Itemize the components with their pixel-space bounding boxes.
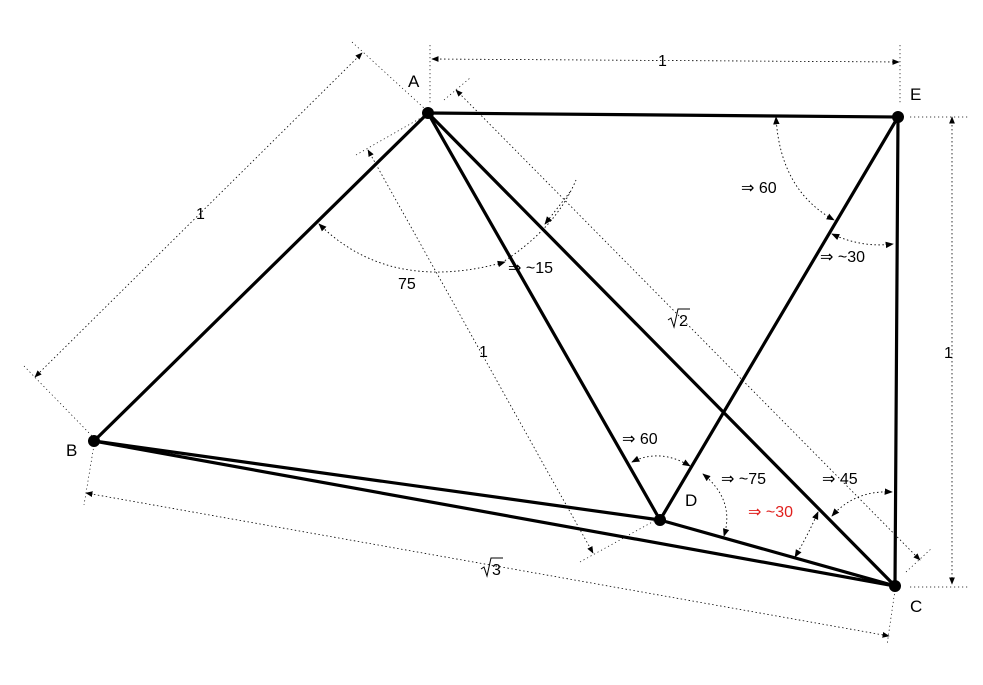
length-label-bc-radicand: 3 bbox=[492, 562, 501, 579]
vertex-a bbox=[422, 107, 434, 119]
vertices bbox=[88, 107, 904, 592]
edge-bc bbox=[92, 439, 897, 588]
label-point-d: D bbox=[685, 491, 697, 510]
ext-line-ab-top bbox=[351, 41, 425, 109]
angle-arcs bbox=[318, 116, 894, 558]
edge-ed bbox=[658, 115, 900, 522]
length-label-ac-radicand: 2 bbox=[679, 313, 688, 330]
edge-ab bbox=[92, 111, 430, 443]
label-point-a: A bbox=[408, 72, 420, 91]
length-label-ab: 1 bbox=[196, 206, 205, 223]
dimension-lines bbox=[23, 41, 970, 646]
arc-angle-bad bbox=[318, 223, 506, 273]
vertex-b bbox=[88, 435, 100, 447]
length-labels: 1 1 1 1 2 3 bbox=[196, 53, 953, 579]
ext-line-ac-top bbox=[443, 77, 471, 101]
angle-label-eca: ⇒ 45 bbox=[822, 471, 858, 488]
ext-line-ad-top bbox=[355, 114, 427, 156]
vertex-e bbox=[892, 111, 904, 123]
length-label-ac: 2 bbox=[667, 308, 690, 330]
angle-label-dac: ⇒ ~15 bbox=[508, 260, 553, 277]
angle-label-ade: ⇒ 60 bbox=[622, 431, 658, 448]
sqrt-sign-bc bbox=[480, 557, 503, 578]
label-point-b: B bbox=[66, 441, 77, 460]
angle-label-dcb: ⇒ ~30 bbox=[748, 504, 793, 521]
dim-line-ae bbox=[431, 56, 900, 65]
ext-line-ab-bottom bbox=[23, 365, 93, 437]
vertex-d bbox=[654, 514, 666, 526]
dim-line-ac bbox=[455, 89, 921, 561]
label-point-c: C bbox=[910, 597, 922, 616]
length-label-ec: 1 bbox=[944, 345, 953, 362]
ext-line-ac-bottom bbox=[905, 547, 933, 573]
vertex-c bbox=[889, 580, 901, 592]
angle-label-edc: ⇒ ~75 bbox=[721, 471, 766, 488]
edge-ad bbox=[426, 111, 662, 522]
length-label-ae: 1 bbox=[658, 53, 667, 70]
edge-dc bbox=[658, 518, 897, 588]
edge-bd bbox=[92, 439, 662, 522]
ext-line-bc-left bbox=[83, 444, 95, 506]
point-labels: A B C D E bbox=[66, 72, 922, 616]
angle-labels: 75 ⇒ ~15 ⇒ 60 ⇒ ~30 ⇒ 60 ⇒ ~75 ⇒ 45 ⇒ ~3… bbox=[398, 180, 865, 521]
edge-ec bbox=[893, 115, 900, 588]
ext-line-bc-right bbox=[886, 589, 896, 646]
arc-angle-aed bbox=[773, 116, 835, 221]
length-label-bc: 3 bbox=[480, 557, 503, 579]
edges bbox=[92, 111, 900, 588]
arc-angle-eca bbox=[831, 488, 893, 517]
angle-label-dec: ⇒ ~30 bbox=[820, 249, 865, 266]
label-point-e: E bbox=[910, 85, 921, 104]
arc-angle-dec bbox=[831, 233, 894, 249]
dim-line-ab bbox=[34, 52, 363, 378]
edge-ac bbox=[426, 111, 897, 588]
angle-label-bad: 75 bbox=[398, 276, 416, 293]
arc-angle-dcb bbox=[794, 511, 819, 558]
length-label-ad: 1 bbox=[479, 344, 488, 361]
edge-ae bbox=[426, 111, 900, 119]
arc-angle-dac-tick bbox=[544, 191, 571, 225]
arc-angle-ade bbox=[631, 455, 691, 467]
angle-label-aed: ⇒ 60 bbox=[741, 180, 777, 197]
sqrt-sign-ac bbox=[667, 308, 690, 329]
